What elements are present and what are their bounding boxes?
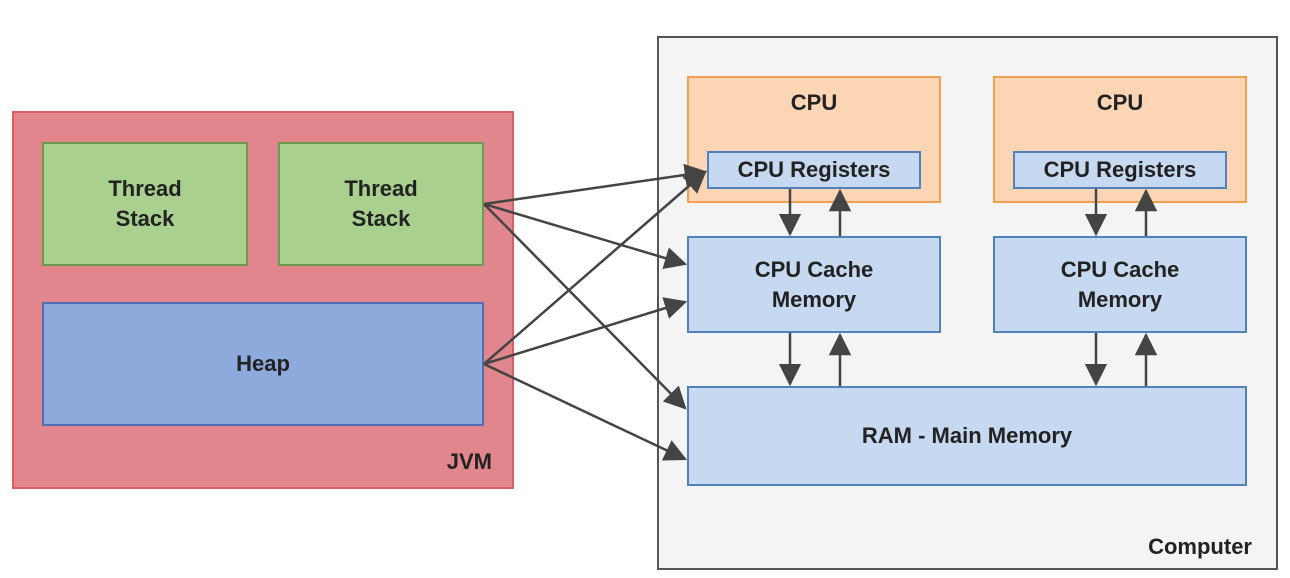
- thread-stack-2: Thread Stack: [278, 142, 484, 266]
- cpu-2-registers: CPU Registers: [1013, 151, 1227, 189]
- thread-stack-1-label: Thread Stack: [108, 176, 182, 231]
- cpu-2-registers-label: CPU Registers: [1043, 157, 1197, 182]
- jvm-label: JVM: [446, 449, 492, 474]
- arrow-stack-to-ram: [483, 203, 687, 410]
- thread-stack-2-label: Thread Stack: [344, 176, 418, 231]
- heap-label: Heap: [236, 351, 290, 376]
- heap: Heap: [42, 302, 484, 426]
- cpu-1-cache-label: CPU Cache Memory: [754, 256, 874, 312]
- cpu-2-cache-label: CPU Cache Memory: [1060, 256, 1180, 312]
- computer-label: Computer: [1148, 534, 1252, 559]
- cpu-1-title: CPU: [790, 90, 838, 115]
- cpu-1-registers-label: CPU Registers: [737, 157, 891, 182]
- cpu-2-title: CPU: [1096, 90, 1144, 115]
- arrow-heap-to-ram: [483, 362, 688, 461]
- cpu-2-cache-memory: CPU Cache Memory: [993, 236, 1247, 333]
- arrow-stack-to-cache: [483, 202, 688, 269]
- ram-main-memory: RAM - Main Memory: [687, 386, 1247, 486]
- arrow-heap-to-cache: [483, 297, 688, 366]
- ram-label: RAM - Main Memory: [861, 423, 1073, 448]
- cpu-1-cache-memory: CPU Cache Memory: [687, 236, 941, 333]
- cpu-1-registers: CPU Registers: [707, 151, 921, 189]
- thread-stack-1: Thread Stack: [42, 142, 248, 266]
